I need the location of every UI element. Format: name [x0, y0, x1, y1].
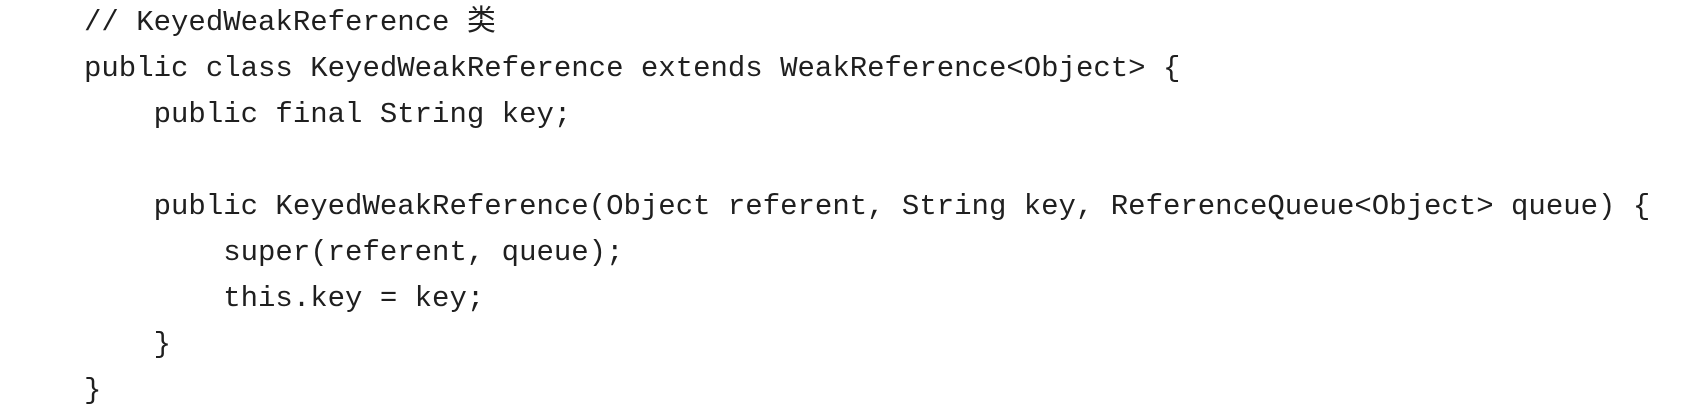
blank-line	[84, 138, 1650, 184]
code-block: // KeyedWeakReference 类 public class Key…	[84, 0, 1650, 414]
super-call-line: super(referent, queue);	[84, 236, 624, 269]
assignment-line: this.key = key;	[84, 282, 485, 315]
constructor-declaration-line: public KeyedWeakReference(Object referen…	[84, 190, 1651, 223]
field-declaration-line: public final String key;	[84, 98, 572, 131]
class-declaration-line: public class KeyedWeakReference extends …	[84, 52, 1181, 85]
constructor-close-brace-line: }	[84, 328, 172, 361]
class-close-brace-line: }	[84, 374, 102, 407]
code-comment-line: // KeyedWeakReference 类	[84, 6, 496, 39]
